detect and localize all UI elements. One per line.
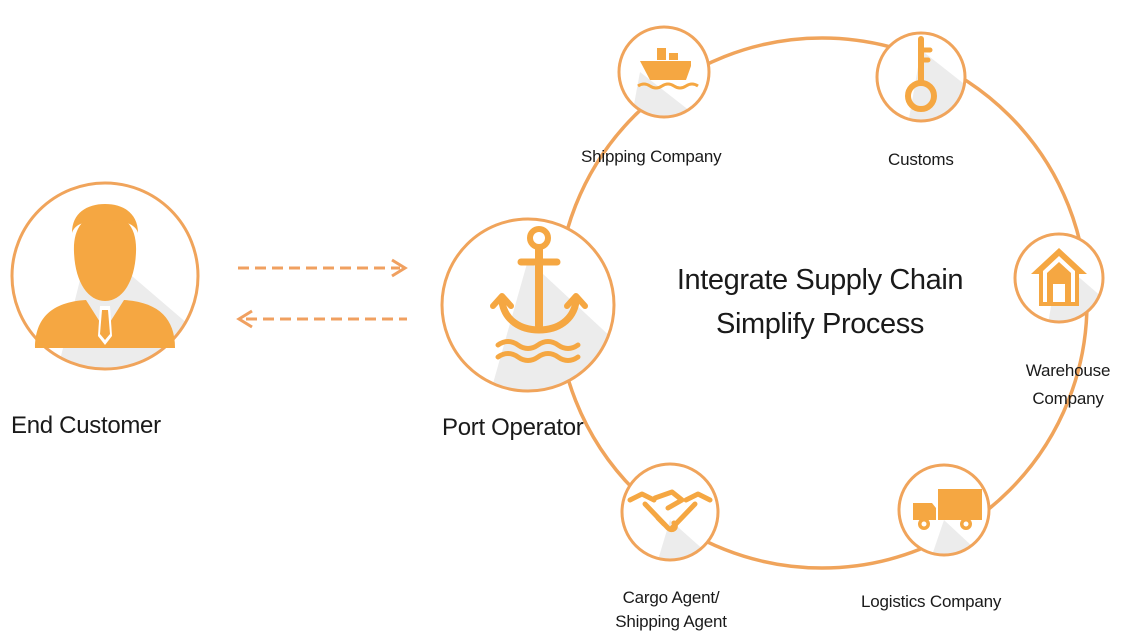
shipping-company-label: Shipping Company bbox=[581, 147, 722, 166]
customs-label: Customs bbox=[888, 150, 954, 169]
ship-icon bbox=[637, 48, 699, 90]
warehouse-company-label-line-2: Company bbox=[1032, 389, 1104, 408]
handshake-icon bbox=[627, 489, 713, 533]
warehouse-company-label-line-1: Warehouse bbox=[1025, 361, 1111, 380]
port-operator-label: Port Operator bbox=[442, 414, 584, 441]
cargo-agent-label-line-2: Shipping Agent bbox=[615, 612, 727, 631]
arrow-to-port-operator bbox=[238, 258, 408, 278]
logistics-company-node bbox=[897, 463, 991, 557]
anchor-icon bbox=[490, 226, 588, 363]
person-icon bbox=[35, 204, 175, 348]
house-icon bbox=[1031, 248, 1087, 306]
slogan-line-1: Integrate Supply Chain bbox=[676, 264, 964, 296]
cargo-agent-node bbox=[620, 462, 720, 562]
end-customer-node bbox=[10, 181, 200, 371]
cargo-agent-label-line-1: Cargo Agent/ bbox=[622, 588, 720, 607]
logistics-company-label: Logistics Company bbox=[861, 592, 1002, 611]
slogan-line-2: Simplify Process bbox=[716, 308, 924, 340]
key-icon bbox=[905, 36, 937, 112]
warehouse-company-node bbox=[1013, 232, 1105, 324]
arrow-to-end-customer bbox=[236, 309, 407, 329]
shipping-company-node bbox=[617, 25, 711, 119]
truck-icon bbox=[913, 489, 982, 530]
end-customer-label: End Customer bbox=[11, 412, 161, 439]
